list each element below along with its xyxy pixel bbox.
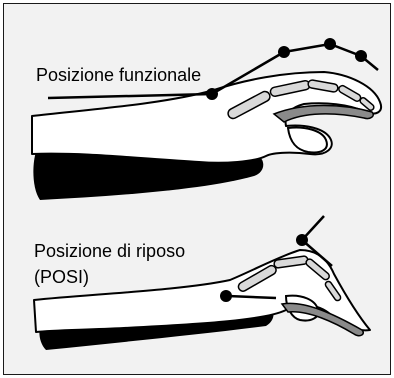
joint-dot-dip xyxy=(355,50,367,62)
hand-splint-diagram xyxy=(4,4,390,374)
label-functional-position: Posizione funzionale xyxy=(36,66,201,84)
label-rest-position: Posizione di riposo xyxy=(34,242,185,260)
joint-dot-rest-wrist xyxy=(220,290,232,302)
joint-dot-rest-mcp xyxy=(296,234,308,246)
figure-frame: Posizione funzionale Posizione di riposo… xyxy=(3,3,391,375)
joint-dot-mcp xyxy=(278,46,290,58)
hand-arm-rest xyxy=(34,250,370,332)
joint-dot-wrist xyxy=(206,88,218,100)
functional-position-figure xyxy=(32,38,381,200)
label-rest-abbreviation: (POSI) xyxy=(34,268,89,286)
joint-dot-pip xyxy=(324,38,336,50)
